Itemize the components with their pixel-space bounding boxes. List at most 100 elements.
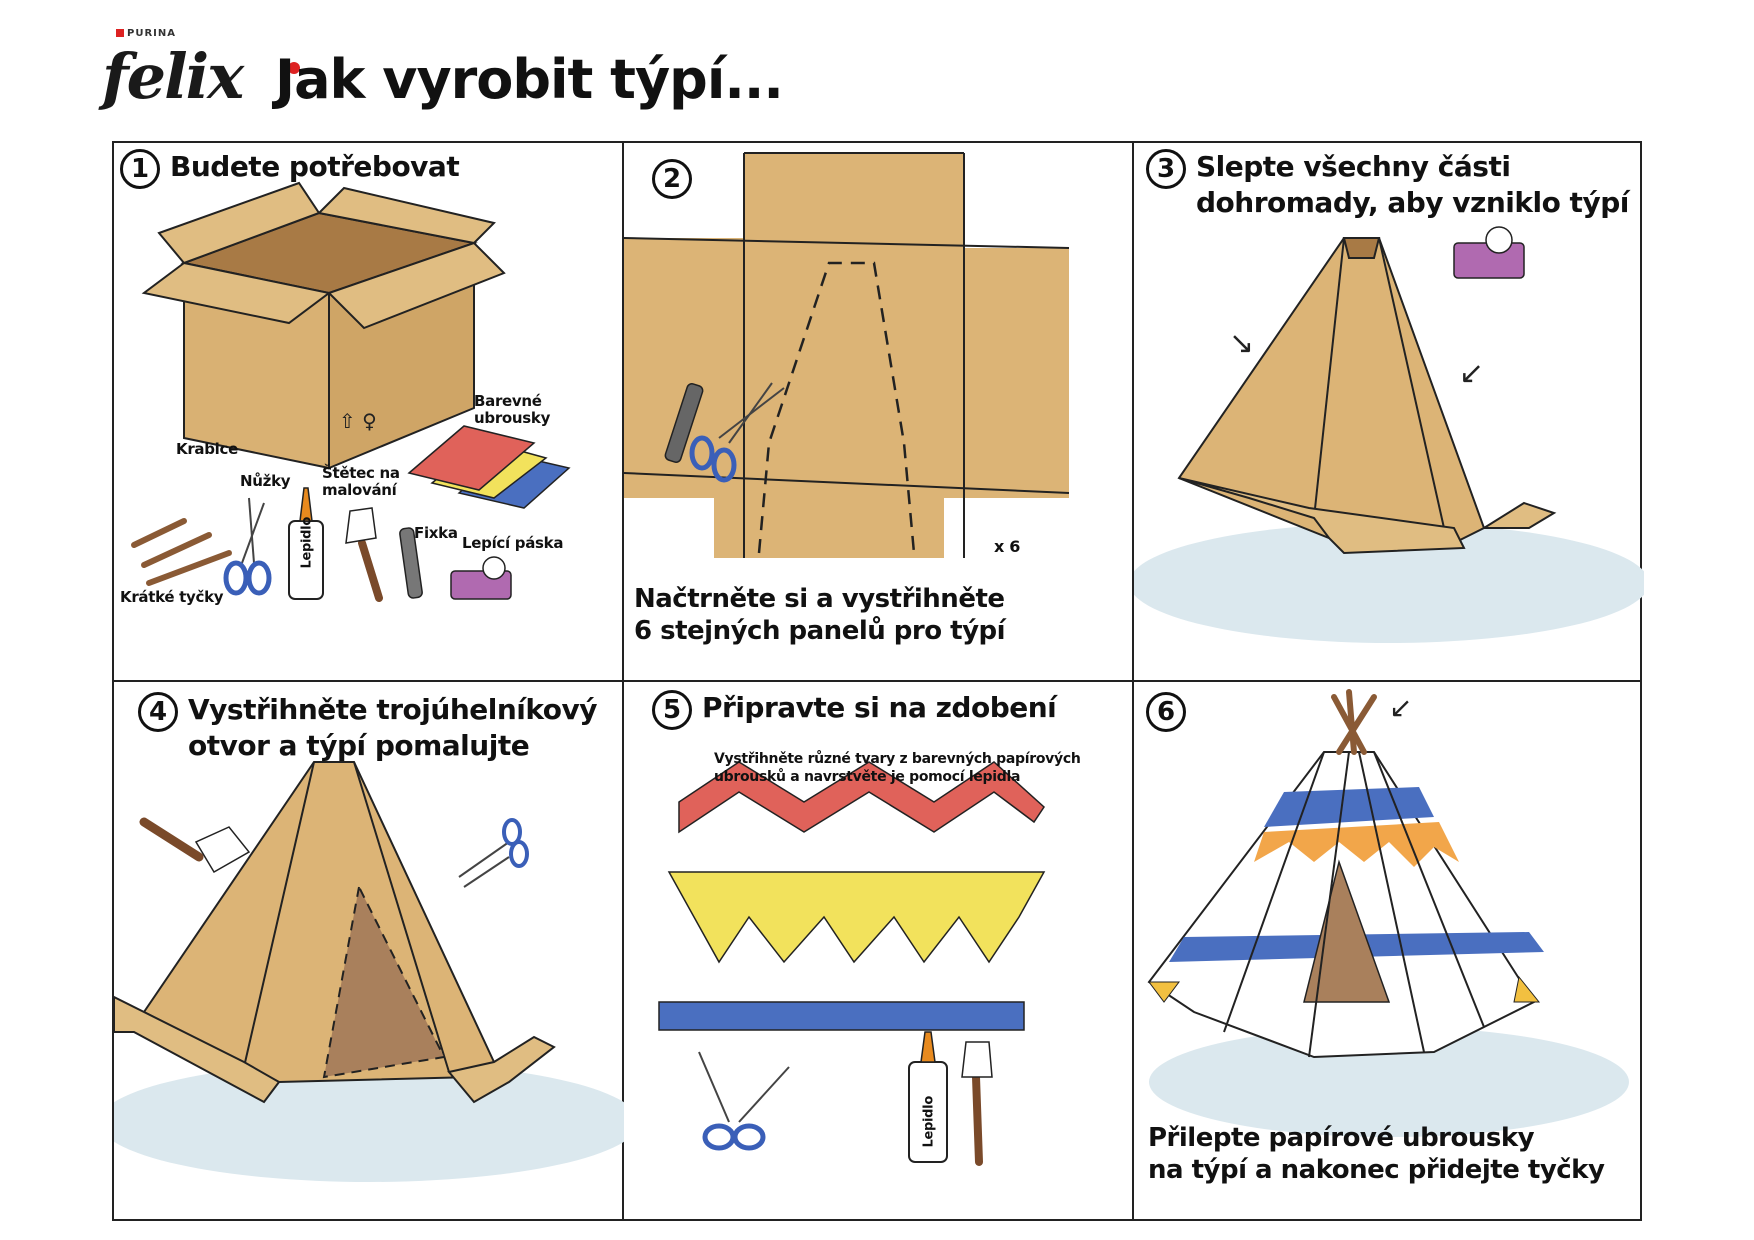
step-title: Budete potřebovat — [170, 150, 460, 183]
step-title-line2: otvor a týpí pomalujte — [188, 729, 530, 762]
napkin-red — [407, 425, 536, 491]
brush-bristles — [194, 826, 251, 874]
box-flap — [316, 186, 496, 245]
arrow-icon: ↙ — [1459, 356, 1484, 391]
marker — [399, 527, 423, 599]
step-number: 4 — [138, 692, 178, 732]
instruction-grid: ⇧ ♀ 1 Bude — [112, 141, 1644, 1221]
teepee-flap — [1178, 477, 1466, 555]
felix-wordmark: felix — [102, 40, 244, 113]
glue-cap — [920, 1031, 936, 1063]
step-6-illustration: ↙ — [1147, 689, 1629, 1137]
stick — [1336, 694, 1377, 755]
step-4-heading: 4 Vystřihněte trojúhelníkový otvor a týp… — [138, 692, 597, 764]
step-3-illustration: ↘ ↙ — [1134, 226, 1644, 643]
stick — [1346, 689, 1357, 755]
scissors-blade — [698, 1051, 730, 1123]
teepee-flap — [114, 995, 281, 1104]
step-5-heading: 5 Připravte si na zdobení — [652, 690, 1057, 730]
step-2-caption-line2: 6 stejných panelů pro týpí — [634, 616, 1006, 646]
multiplier-label: x 6 — [994, 537, 1021, 556]
scissors-blade — [738, 1066, 790, 1123]
fold-line — [624, 472, 1070, 494]
label-kratke-tycky: Krátké tyčky — [120, 588, 224, 606]
teepee-body — [1177, 237, 1486, 545]
step-6-caption-line1: Přilepte papírové ubrousky — [1148, 1123, 1535, 1153]
step-number: 6 — [1146, 692, 1186, 732]
grid-divider — [114, 680, 1640, 682]
step-4-illustration — [114, 761, 624, 1182]
napkin-triangles-yellow — [667, 871, 1046, 964]
step-5-subtitle-line2: ubrousků a navrstvěte je pomocí lepidla — [714, 769, 1021, 785]
brush-handle — [358, 539, 383, 602]
paw-icon — [288, 62, 300, 74]
step-2-caption-line1: Načtrněte si a vystřihněte — [634, 584, 1005, 614]
tape-roll — [482, 556, 506, 580]
step-5-subtitle-line1: Vystřihněte různé tvary z barevných papí… — [714, 751, 1081, 767]
teepee-door — [1303, 859, 1391, 1003]
cut-outline — [757, 261, 916, 554]
step-title-line1: Slepte všechny části — [1196, 150, 1511, 183]
scissors-blade — [458, 841, 510, 878]
teepee-flap — [447, 1035, 556, 1104]
glue-cap — [299, 487, 313, 522]
step-2-illustration — [624, 152, 1070, 558]
scissors-blade — [241, 502, 265, 564]
arrow-icon: ↙ — [1389, 691, 1412, 724]
glue-label: Lepidlo — [299, 517, 315, 569]
napkin-band-orange — [1254, 822, 1459, 867]
glue-label: Lepidlo — [921, 1096, 937, 1148]
marker — [664, 383, 704, 463]
step-3-heading: 3 Slepte všechny části dohromady, aby vz… — [1146, 149, 1629, 221]
step-1-heading: 1 Budete potřebovat — [120, 149, 460, 189]
scissors-blade — [728, 382, 773, 444]
brush-handle — [972, 1073, 983, 1166]
box-flap — [157, 181, 321, 265]
scissors-handle — [732, 1123, 766, 1151]
brush-handle — [139, 817, 204, 862]
napkin-strip-blue — [658, 1001, 1025, 1031]
brush-bristles — [345, 507, 377, 544]
step-3-panel: ↘ ↙ 3 Slepte všechny části dohromady, ab… — [1134, 143, 1644, 682]
label-lepici-paska: Lepící páska — [462, 534, 564, 552]
napkin-zigzag-red — [678, 761, 1045, 834]
fold-line — [624, 237, 1070, 249]
step-number: 5 — [652, 690, 692, 730]
cardboard-flap — [714, 498, 944, 558]
step-2-panel: 2 x 6 Načtrněte si a vystřihněte 6 stejn… — [624, 143, 1134, 682]
stick — [146, 550, 232, 586]
step-4-panel: 4 Vystřihněte trojúhelníkový otvor a týp… — [114, 682, 624, 1221]
header: PURINA felix Jak vyrobit týpí... — [0, 0, 1754, 140]
napkin-triangle-yellow — [1148, 981, 1180, 1003]
scissors-handle — [223, 560, 249, 596]
label-nuzky: Nůžky — [240, 472, 291, 490]
step-1-panel: ⇧ ♀ 1 Bude — [114, 143, 624, 682]
label-krabice: Krabice — [176, 440, 238, 458]
step-6-panel: ↙ 6 Přilepte papírové ubrousky na týpí a… — [1134, 682, 1644, 1221]
step-5-illustration — [658, 761, 1046, 1166]
cardboard-sheet — [624, 153, 1069, 498]
step-6-caption-line2: na týpí a nakonec přidejte tyčky — [1148, 1155, 1605, 1185]
ground — [1134, 523, 1644, 643]
teepee-flap — [1480, 501, 1557, 529]
cut-triangle — [322, 883, 446, 1079]
step-2-heading: 2 — [652, 159, 692, 199]
teepee-body — [142, 761, 496, 1084]
step-6-heading: 6 — [1146, 692, 1186, 732]
up-arrow-icon: ⇧ ♀ — [339, 409, 377, 433]
box-flap — [327, 241, 506, 330]
label-stetec: Štětec na malování — [322, 464, 400, 499]
brush-bristles — [961, 1041, 993, 1078]
tape-roll — [1485, 226, 1513, 254]
purina-label: PURINA — [116, 28, 176, 39]
step-number: 2 — [652, 159, 692, 199]
ground — [1149, 1027, 1629, 1137]
scissors-handle — [509, 840, 529, 868]
stick — [131, 518, 187, 548]
label-fixka: Fixka — [414, 524, 458, 542]
page-title: Jak vyrobit týpí... — [275, 48, 784, 111]
stick — [141, 532, 212, 568]
step-1-illustration: ⇧ ♀ — [131, 181, 571, 602]
teepee-top — [1342, 237, 1381, 259]
felix-logo: PURINA felix — [98, 22, 300, 122]
